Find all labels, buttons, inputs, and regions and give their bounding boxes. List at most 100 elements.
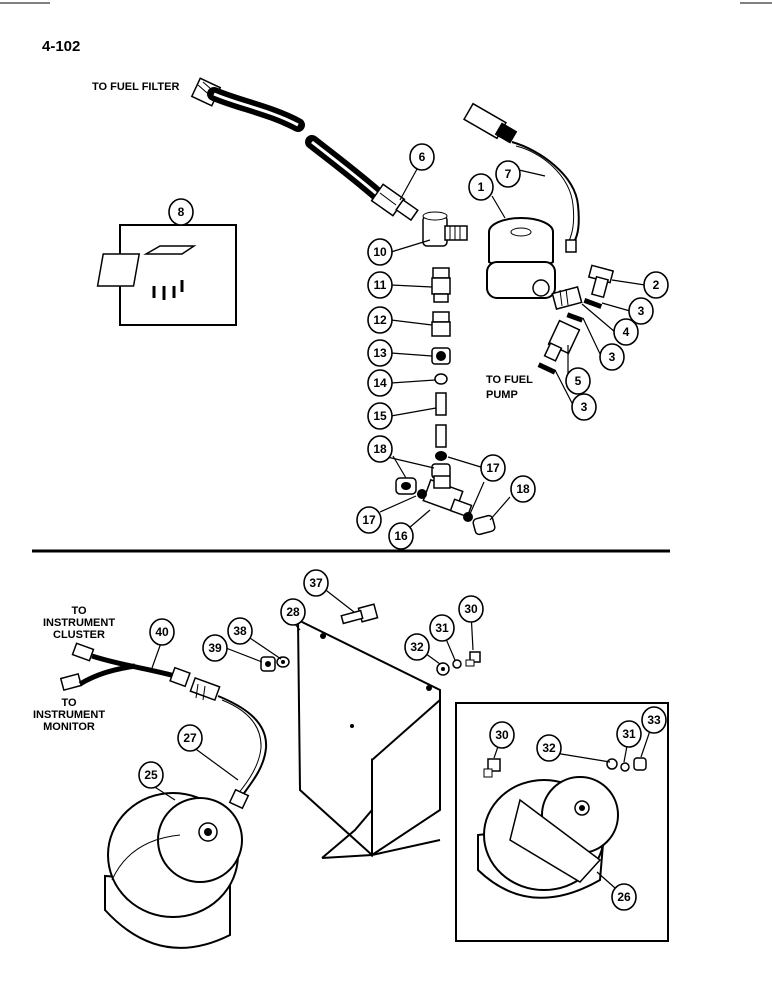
callout-circle bbox=[643, 271, 669, 299]
to-fuel-pump-label-line1: TO FUEL bbox=[486, 374, 533, 386]
callout-c3c: 3 bbox=[571, 393, 597, 421]
callout-c6: 6 bbox=[409, 143, 435, 171]
callout-number: 8 bbox=[178, 205, 185, 219]
callout-circle bbox=[468, 173, 494, 201]
callout-number: 40 bbox=[155, 625, 169, 639]
fitting-part-5 bbox=[543, 319, 581, 362]
callout-number: 5 bbox=[575, 374, 582, 388]
callout-number: 11 bbox=[374, 278, 387, 292]
callout-circle bbox=[611, 883, 637, 911]
bolt-part-37 bbox=[340, 603, 379, 625]
callout-circle bbox=[613, 318, 639, 346]
callout-c37: 37 bbox=[303, 569, 329, 597]
to-instrument-cluster-line2: INSTRUMENT bbox=[43, 617, 115, 629]
callout-number: 38 bbox=[233, 624, 247, 638]
callout-circle bbox=[565, 367, 591, 395]
nut-part-13 bbox=[431, 347, 451, 365]
callout-circle bbox=[616, 720, 642, 748]
callout-c17a: 17 bbox=[480, 454, 506, 482]
washer-part-31-a bbox=[452, 659, 462, 669]
callout-number: 30 bbox=[495, 728, 509, 742]
callout-circle bbox=[599, 343, 625, 371]
callout-c5: 5 bbox=[565, 367, 591, 395]
callout-circle bbox=[202, 634, 228, 662]
wire-lead-part-7 bbox=[463, 102, 580, 253]
callout-number: 13 bbox=[373, 346, 387, 360]
callout-c10: 10 bbox=[367, 238, 393, 266]
washer-part-3-b bbox=[566, 312, 584, 323]
callout-circle bbox=[458, 595, 484, 623]
to-fuel-pump-label-line2: PUMP bbox=[486, 389, 518, 401]
nut-part-18-right bbox=[472, 514, 496, 536]
callout-c30a: 30 bbox=[458, 595, 484, 623]
page-number: 4-102 bbox=[42, 38, 80, 55]
callout-circle bbox=[628, 297, 654, 325]
callout-circle bbox=[404, 633, 430, 661]
callout-c18b: 18 bbox=[510, 475, 536, 503]
callout-circle bbox=[168, 198, 194, 226]
banjo-bolt-part-2 bbox=[587, 264, 615, 299]
callout-c7: 7 bbox=[495, 160, 521, 188]
callout-number: 27 bbox=[183, 731, 197, 745]
callout-c32a: 32 bbox=[404, 633, 430, 661]
callout-c25: 25 bbox=[138, 761, 164, 789]
callout-circle bbox=[367, 435, 393, 463]
callout-circle bbox=[367, 402, 393, 430]
callout-circle bbox=[536, 734, 562, 762]
washer-part-3-a bbox=[583, 298, 603, 309]
solenoid-part-1 bbox=[486, 217, 556, 299]
callout-circle bbox=[356, 506, 382, 534]
callout-c2: 2 bbox=[643, 271, 669, 299]
to-instrument-cluster-line1: TO bbox=[71, 605, 87, 617]
callout-number: 7 bbox=[505, 167, 512, 181]
callout-number: 3 bbox=[638, 304, 645, 318]
bolt-part-30-a bbox=[465, 651, 481, 667]
callout-number: 10 bbox=[373, 245, 387, 259]
tube-part-15 bbox=[435, 392, 447, 448]
callout-c4: 4 bbox=[613, 318, 639, 346]
callout-circle bbox=[510, 475, 536, 503]
callout-c11: 11 bbox=[367, 271, 393, 299]
callout-number: 2 bbox=[653, 278, 660, 292]
tee-fitting-part-16 bbox=[422, 475, 473, 518]
callout-c14: 14 bbox=[367, 369, 393, 397]
callout-number: 26 bbox=[617, 890, 631, 904]
sleeve-part-17-right bbox=[463, 512, 473, 522]
callout-number: 17 bbox=[486, 461, 500, 475]
callout-circle bbox=[280, 598, 306, 626]
fitting-part-4 bbox=[551, 285, 583, 311]
callout-number: 33 bbox=[647, 713, 661, 727]
relay-inset-part-8 bbox=[96, 224, 237, 326]
callout-circle bbox=[149, 618, 175, 646]
callout-c15: 15 bbox=[367, 402, 393, 430]
callout-c3a: 3 bbox=[628, 297, 654, 325]
callout-circle bbox=[495, 160, 521, 188]
callout-number: 37 bbox=[309, 576, 323, 590]
callout-c40: 40 bbox=[149, 618, 175, 646]
callout-number: 31 bbox=[622, 727, 636, 741]
callout-c26: 26 bbox=[611, 883, 637, 911]
callout-circle bbox=[367, 339, 393, 367]
callout-circle bbox=[429, 614, 455, 642]
callout-number: 14 bbox=[373, 376, 387, 390]
callout-circle bbox=[480, 454, 506, 482]
callout-c30b: 30 bbox=[489, 721, 515, 749]
callout-circle bbox=[641, 706, 667, 734]
callout-number: 15 bbox=[373, 409, 387, 423]
to-fuel-filter-label: TO FUEL FILTER bbox=[92, 81, 179, 93]
callout-c31a: 31 bbox=[429, 614, 455, 642]
callout-c18a: 18 bbox=[367, 435, 393, 463]
callout-number: 30 bbox=[464, 602, 478, 616]
canister-part-25 bbox=[104, 792, 243, 949]
callout-number: 12 bbox=[373, 313, 387, 327]
callout-number: 18 bbox=[373, 442, 387, 456]
callout-circle bbox=[571, 393, 597, 421]
sleeve-part-17-left bbox=[417, 489, 427, 499]
callout-c27: 27 bbox=[177, 724, 203, 752]
callout-c17b: 17 bbox=[356, 506, 382, 534]
callout-circle bbox=[367, 306, 393, 334]
callout-number: 16 bbox=[394, 529, 408, 543]
